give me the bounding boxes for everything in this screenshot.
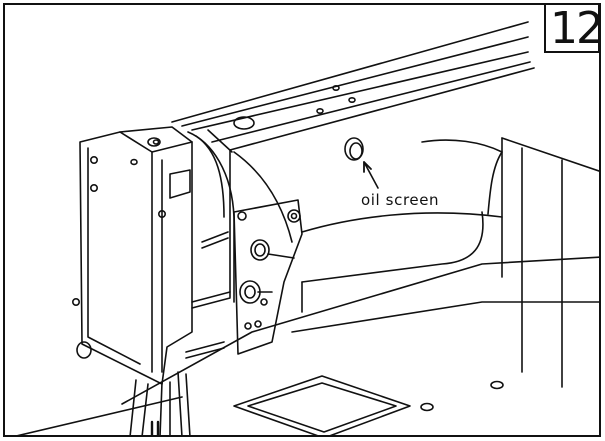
machine-arm [171, 21, 535, 313]
throat-plate [233, 375, 504, 435]
figure-number: 12 [544, 5, 599, 53]
oil-screen-icon [344, 137, 364, 161]
tension-knob [250, 239, 270, 261]
machine-bed [17, 137, 599, 435]
tension-plate [185, 199, 303, 359]
figure-frame: 12 oil screen [3, 3, 601, 437]
take-up-cover [187, 129, 235, 303]
leader-arrow-icon [363, 161, 379, 189]
thread-guide-knob [239, 280, 261, 304]
sewing-machine-illustration [17, 21, 599, 435]
face-plate [72, 126, 193, 385]
face-plate-screw [76, 341, 92, 359]
oil-screen-label: oil screen [359, 191, 442, 209]
arm-top-hole [233, 116, 255, 130]
needle-bar [129, 371, 191, 435]
